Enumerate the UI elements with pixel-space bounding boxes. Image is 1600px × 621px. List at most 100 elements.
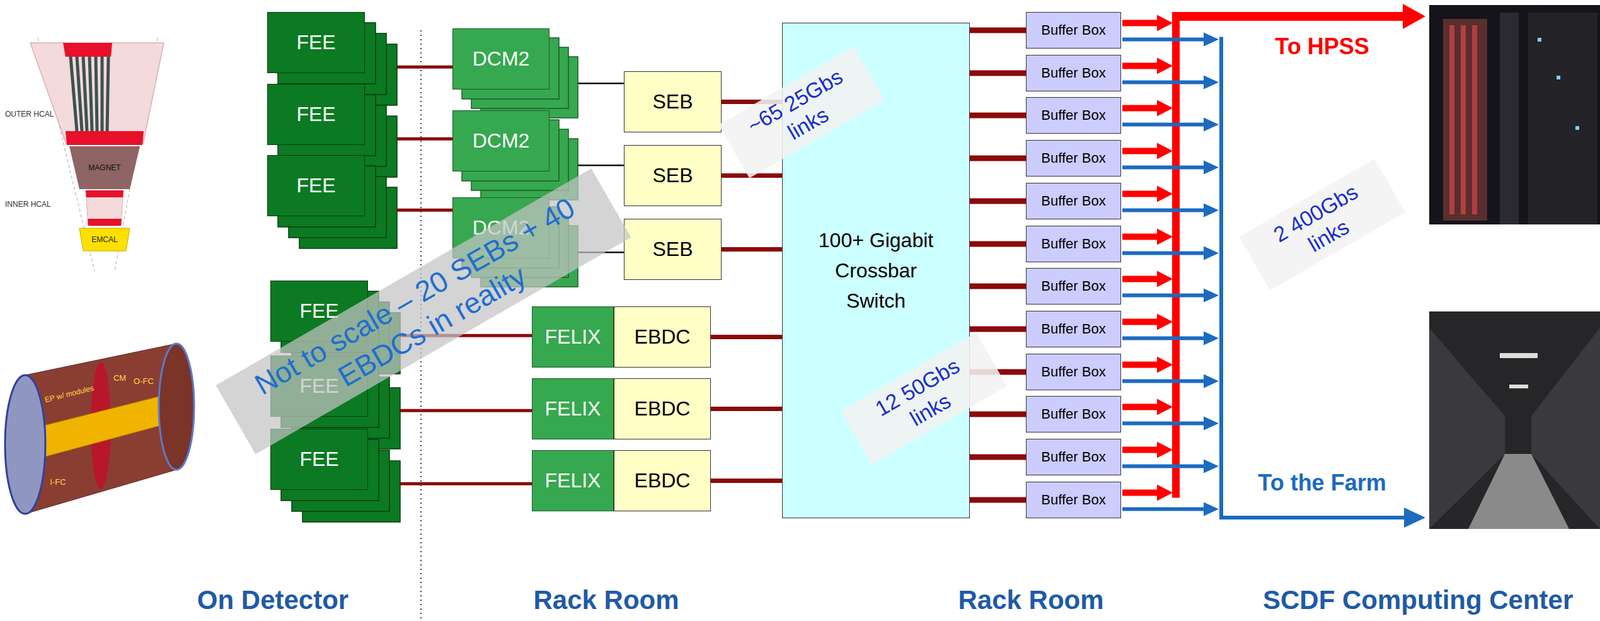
buffer-box: Buffer Box [1025,353,1122,391]
link-line [969,27,1026,34]
flow-arrow-head [1156,483,1173,501]
link-line [710,334,783,340]
buffer-box: Buffer Box [1025,481,1122,518]
destination-label: To HPSS [1274,32,1369,60]
link-line [969,112,1026,119]
flow-arrow-head [1156,270,1173,287]
emcal-shape [79,228,130,251]
buffer-box: Buffer Box [1025,438,1122,476]
flow-line [1172,11,1403,21]
link-line [969,454,1026,461]
link-line [969,155,1026,162]
outer-hcal-shape [30,42,164,144]
node-label: 100+ Gigabit Crossbar Switch [809,224,943,316]
felix-card: FELIX [531,306,614,368]
flow-arrow-head [1402,3,1426,29]
red-bar [63,42,113,57]
zone-label: SCDF Computing Center [1262,584,1573,616]
ebdc-server: EBDC [613,378,711,440]
stripe [100,56,104,132]
destination-label: To the Farm [1257,468,1386,496]
flow-line [1122,293,1205,298]
buffer-box: Buffer Box [1025,182,1122,220]
zone-label: Rack Room [533,584,679,616]
link-note: 2 400Gbs links [1238,158,1406,291]
flow-arrow-head [1203,331,1219,346]
flow-line [1122,122,1205,127]
flow-arrow-head [1156,398,1173,415]
tpc-end-plate [5,374,46,514]
node-label: DCM2 [472,128,530,153]
flow-line [1122,275,1160,282]
stripe [107,56,109,132]
rack-light [1537,37,1542,42]
photo-ground [1429,5,1600,225]
part-name: INNER HCAL [5,199,52,209]
ebdc-server: EBDC [613,449,711,512]
node-label: FELIX [545,396,602,421]
stripe [76,56,82,132]
node-label: EBDC [634,468,691,493]
flow-line [1122,233,1160,240]
flow-line [1122,37,1205,42]
node-label: Buffer Box [1041,448,1106,466]
node-label: SEB [652,89,693,114]
rack-stripe [1460,25,1466,215]
flow-line [1122,147,1160,154]
flow-line [1122,208,1205,213]
part-name: CM [113,373,127,384]
flow-arrow-head [1404,507,1426,528]
buffer-box: Buffer Box [1025,97,1122,134]
ceiling-light [1499,352,1538,358]
flow-arrow-head [1203,75,1219,90]
link-line [969,326,1026,333]
flow-line [1122,190,1160,197]
flow-arrow-head [1203,203,1219,218]
red-bar [65,131,144,145]
tpc-illustration [5,343,195,514]
part-name: I-FC [49,477,66,488]
flow-line [1219,37,1224,520]
fee-board: FEE [267,11,365,74]
link-line [969,411,1026,418]
part-name: O-FC [133,376,154,387]
node-label: Buffer Box [1041,107,1106,124]
inner-hcal-shape [85,190,124,226]
stripe [83,56,87,132]
link-line [710,478,783,483]
flow-arrow-head [1156,142,1173,159]
zone-label: Rack Room [957,584,1104,616]
link-line [969,70,1026,77]
rack [1499,12,1519,225]
flow-line [1122,507,1205,512]
node-label: FEE [296,173,336,198]
red-bar [85,190,124,198]
photo-ground [1429,311,1600,529]
node-label: Buffer Box [1041,277,1106,295]
link-line [710,406,783,411]
node-label: FELIX [545,324,602,349]
hcal-stripes [70,56,109,132]
seb-server: SEB [623,218,722,280]
flow-arrow-head [1156,228,1173,245]
flow-line [1122,19,1160,26]
tpc-end-cap [158,343,195,470]
flow-arrow-head [1156,313,1173,330]
flow-arrows [1122,3,1426,528]
flow-arrow-head [1156,441,1173,458]
flow-line [1122,421,1205,426]
hpss-photo [1429,5,1600,225]
node-label: Buffer Box [1041,22,1106,39]
flow-line [1122,251,1205,256]
magnet-shape [69,146,140,190]
flow-arrow-head [1156,99,1173,116]
flow-line [1122,403,1160,410]
flow-arrow-head [1203,374,1219,389]
tpc-barrel [25,343,177,514]
felix-card: FELIX [531,449,614,512]
dcm2-module: DCM2 [452,110,550,172]
flow-arrow-head [1203,502,1219,517]
node-label: EBDC [634,324,691,349]
flow-line [1122,446,1160,453]
link-line [969,283,1026,290]
